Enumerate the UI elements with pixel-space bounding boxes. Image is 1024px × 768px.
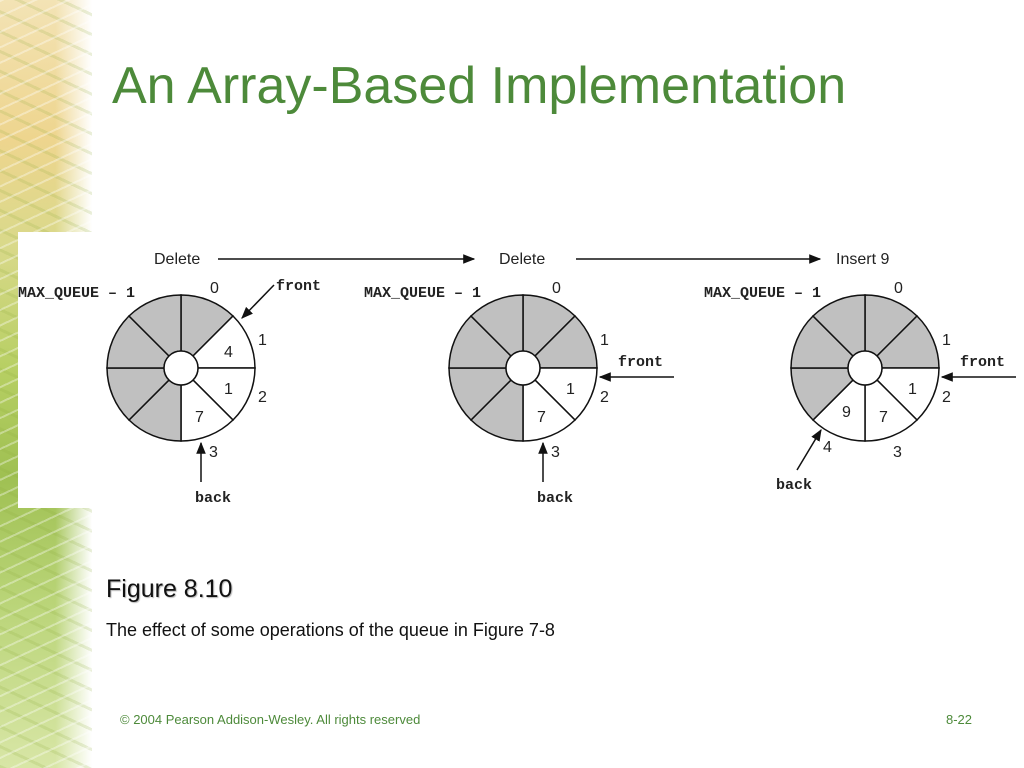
- slide-title: An Array-Based Implementation: [112, 57, 847, 115]
- index-label: 3: [209, 444, 218, 461]
- operation-label-3: Insert 9: [836, 251, 889, 268]
- slot-value: 1: [566, 381, 575, 398]
- index-label: 2: [600, 389, 609, 406]
- queue-state-2: 1 7 MAX_QUEUE – 1 0 1 2 3 front back: [364, 280, 674, 507]
- queue-state-3: 1 7 9 MAX_QUEUE – 1 0 1 2 3 4 front back: [704, 280, 1016, 494]
- slot-value: 7: [537, 409, 546, 426]
- figure-label: Figure 8.10: [106, 575, 233, 603]
- index-label: 1: [600, 332, 609, 349]
- back-label: back: [195, 490, 231, 507]
- max-queue-label: MAX_QUEUE – 1: [364, 285, 481, 302]
- index-label: 1: [258, 332, 267, 349]
- slot-value: 9: [842, 404, 851, 421]
- queue-state-1: 4 1 7 MAX_QUEUE – 1 0 1 2 3 front back: [18, 278, 321, 507]
- max-queue-label: MAX_QUEUE – 1: [18, 285, 135, 302]
- back-label: back: [776, 477, 812, 494]
- index-label: 0: [552, 280, 561, 297]
- index-label: 1: [942, 332, 951, 349]
- slot-value: 4: [224, 344, 233, 361]
- index-label: 0: [210, 280, 219, 297]
- operation-label-1: Delete: [154, 251, 200, 268]
- queue-hub: [847, 350, 883, 386]
- index-label: 2: [942, 389, 951, 406]
- index-label: 3: [893, 444, 902, 461]
- index-label: 0: [894, 280, 903, 297]
- max-queue-label: MAX_QUEUE – 1: [704, 285, 821, 302]
- queue-hub: [163, 350, 199, 386]
- slot-value: 1: [224, 381, 233, 398]
- front-label: front: [618, 354, 663, 371]
- slot-value: 7: [879, 409, 888, 426]
- slide-number: 8-22: [945, 712, 972, 727]
- queue-hub: [505, 350, 541, 386]
- back-label: back: [537, 490, 573, 507]
- front-pointer: [241, 284, 275, 319]
- back-pointer: [796, 428, 822, 471]
- index-label: 3: [551, 444, 560, 461]
- index-label: 2: [258, 389, 267, 406]
- figure-caption: The effect of some operations of the que…: [106, 620, 555, 640]
- index-label: 4: [823, 439, 832, 456]
- front-label: front: [276, 278, 321, 295]
- slot-value: 1: [908, 381, 917, 398]
- slot-value: 7: [195, 409, 204, 426]
- operation-label-2: Delete: [499, 251, 545, 268]
- front-label: front: [960, 354, 1005, 371]
- copyright-footer: © 2004 Pearson Addison-Wesley. All right…: [120, 712, 421, 727]
